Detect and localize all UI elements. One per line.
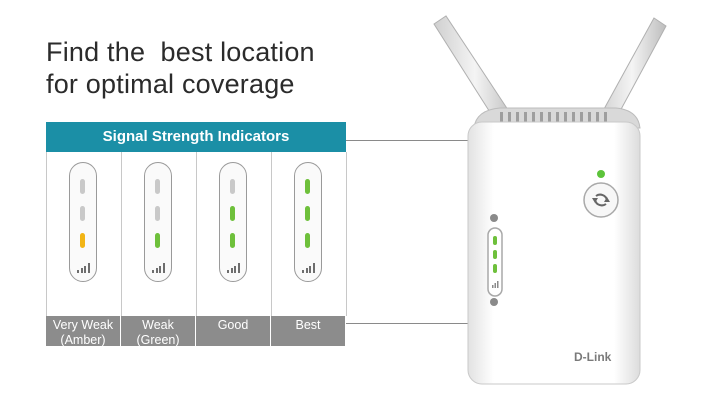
signal-led [80, 179, 85, 194]
led-indicator-strip [144, 162, 172, 282]
signal-led [305, 206, 310, 221]
signal-led [155, 206, 160, 221]
indicator-card [197, 152, 272, 316]
headline: Find the best location for optimal cover… [46, 36, 315, 100]
headline-line-1: Find the best location [46, 37, 315, 67]
led-indicator-strip [69, 162, 97, 282]
headline-line-2: for optimal coverage [46, 69, 295, 99]
indicator-label-line-1: Weak [142, 318, 174, 332]
signal-strength-panel: Signal Strength Indicators Very Weak(Amb… [46, 122, 347, 347]
signal-led [155, 179, 160, 194]
signal-led [80, 206, 85, 221]
indicator-label: Best [271, 316, 346, 346]
signal-bars-icon [227, 263, 241, 273]
signal-bars-icon [77, 263, 91, 273]
signal-led [305, 179, 310, 194]
signal-led [230, 206, 235, 221]
indicator-label: Weak(Green) [121, 316, 196, 347]
led-indicator-strip [219, 162, 247, 282]
signal-led [230, 179, 235, 194]
signal-led [80, 233, 85, 248]
connector-line-bottom [346, 323, 494, 324]
indicator-label: Good [196, 316, 271, 346]
led-indicator-strip [294, 162, 322, 282]
indicator-label-line-1: Best [295, 318, 321, 332]
signal-bars-icon [302, 263, 316, 273]
indicator-card [272, 152, 347, 316]
indicator-card [47, 152, 122, 316]
signal-led [230, 233, 235, 248]
indicator-cards [46, 152, 347, 316]
signal-led [155, 233, 160, 248]
brand-logo: D-Link [574, 350, 612, 364]
indicator-card [122, 152, 197, 316]
connector-line-top [346, 140, 494, 141]
signal-led [305, 233, 310, 248]
panel-header: Signal Strength Indicators [46, 122, 346, 152]
indicator-label-line-2: (Amber) [60, 333, 106, 347]
range-extender-device [466, 12, 662, 388]
indicator-label: Very Weak(Amber) [46, 316, 121, 347]
indicator-label-line-2: (Green) [136, 333, 180, 347]
signal-bars-icon [152, 263, 166, 273]
indicator-label-line-1: Good [217, 318, 249, 332]
indicator-label-line-1: Very Weak [52, 318, 114, 332]
